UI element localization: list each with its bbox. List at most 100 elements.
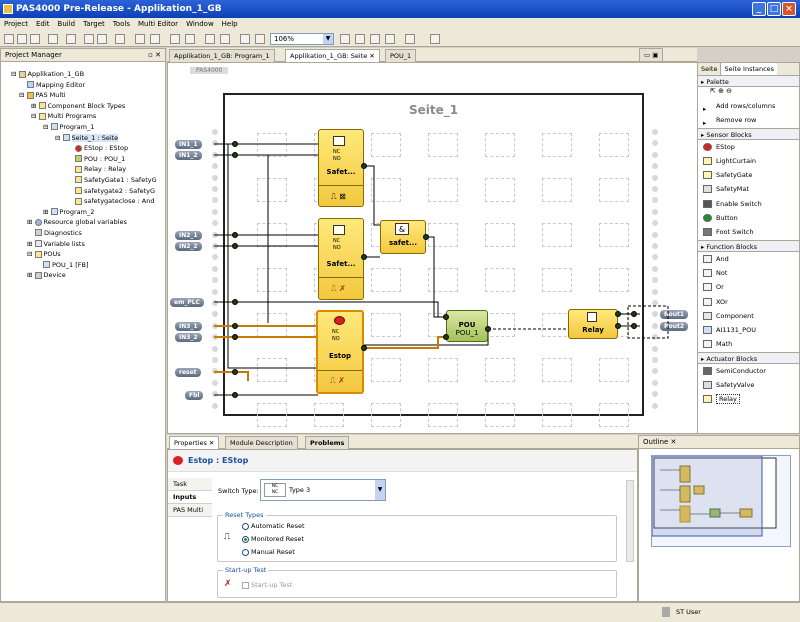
- palette-section-actuator[interactable]: ▸ Actuator Blocks: [698, 351, 799, 364]
- grid-slot[interactable]: [428, 403, 458, 427]
- chevron-down-icon[interactable]: ▼: [375, 480, 385, 500]
- input-tag-fbl[interactable]: Fbl: [185, 391, 204, 400]
- connection-port[interactable]: [361, 254, 367, 260]
- copy-icon[interactable]: [84, 34, 94, 44]
- menu-help[interactable]: Help: [221, 20, 238, 28]
- connection-port[interactable]: [232, 243, 238, 249]
- radio-monitored-reset[interactable]: Monitored Reset: [242, 535, 304, 543]
- palette-section-sensor[interactable]: ▸ Sensor Blocks: [698, 127, 799, 140]
- minimize-button[interactable]: _: [752, 2, 766, 16]
- connection-port[interactable]: [232, 299, 238, 305]
- menu-project[interactable]: Project: [4, 20, 28, 28]
- connection-port[interactable]: [232, 152, 238, 158]
- palette-item-semiconductor[interactable]: SemiConductor: [698, 364, 799, 378]
- grid-slot[interactable]: [599, 133, 629, 157]
- menu-window[interactable]: Window: [186, 20, 214, 28]
- open-icon[interactable]: [17, 34, 27, 44]
- palette-item[interactable]: ▸Add rows/columns: [703, 102, 776, 113]
- grid-slot[interactable]: [599, 268, 629, 292]
- connection-port[interactable]: [232, 392, 238, 398]
- tree-item[interactable]: POU : POU_1: [3, 154, 157, 165]
- connect-icon[interactable]: [150, 34, 160, 44]
- input-tag-em-plc[interactable]: em_PLC: [170, 298, 204, 307]
- connection-port[interactable]: [232, 334, 238, 340]
- save-icon[interactable]: [30, 34, 40, 44]
- tab-program-1[interactable]: Applikation_1_GB: Program_1: [169, 49, 275, 62]
- grid-slot[interactable]: [371, 313, 401, 337]
- connection-port[interactable]: [361, 345, 367, 351]
- input-tag-in1-2[interactable]: IN1_2: [175, 151, 202, 160]
- and-block[interactable]: & safet...: [380, 220, 426, 254]
- tab-inputs[interactable]: Inputs: [168, 491, 212, 504]
- palette-tools[interactable]: ⇱ ⊕ ⊖: [710, 87, 733, 95]
- grid-slot[interactable]: [257, 133, 287, 157]
- input-tag-in1-1[interactable]: IN1_1: [175, 140, 202, 149]
- tree-item[interactable]: ⊟ Applikation_1_GB: [11, 70, 85, 78]
- tree-item[interactable]: POU_1 [FB]: [3, 260, 157, 271]
- grid-slot[interactable]: [599, 178, 629, 202]
- palette-item-safetygate[interactable]: SafetyGate: [698, 168, 799, 182]
- close-icon[interactable]: ✕: [369, 52, 375, 60]
- grid-slot[interactable]: [485, 178, 515, 202]
- grid-slot[interactable]: [542, 268, 572, 292]
- grid-slot[interactable]: [542, 178, 572, 202]
- tab-properties[interactable]: Properties ✕: [169, 436, 220, 449]
- tree-item[interactable]: Relay : Relay: [3, 164, 157, 175]
- zoom-in-icon[interactable]: [240, 34, 250, 44]
- output-tag-rout2[interactable]: Rout2: [660, 322, 689, 331]
- grid-slot[interactable]: [485, 403, 515, 427]
- download-icon[interactable]: [170, 34, 180, 44]
- zoom-out-icon[interactable]: [255, 34, 265, 44]
- tree-item[interactable]: ⊞ Program_2: [43, 207, 95, 216]
- connection-port[interactable]: [361, 163, 367, 169]
- palette-item-not[interactable]: Not: [698, 266, 799, 280]
- connection-port[interactable]: [232, 369, 238, 375]
- palette-item-relay[interactable]: Relay: [698, 392, 799, 406]
- palette-item-xor[interactable]: XOr: [698, 295, 799, 309]
- tree-item[interactable]: ⊟ PAS Multi: [19, 91, 66, 100]
- new-icon[interactable]: [4, 34, 14, 44]
- grid-slot[interactable]: [428, 268, 458, 292]
- palette-item-ai1131-pou[interactable]: AI1131_POU: [698, 323, 799, 337]
- close-icon[interactable]: ▫ ✕: [148, 51, 161, 59]
- tree-item[interactable]: safetygateclose : And: [3, 196, 157, 207]
- menu-target[interactable]: Target: [83, 20, 105, 28]
- print-icon[interactable]: [48, 34, 58, 44]
- input-tag-in2-1[interactable]: IN2_1: [175, 231, 202, 240]
- tab-seite[interactable]: Applikation_1_GB: Seite ✕: [285, 49, 380, 62]
- navigate-icon[interactable]: [430, 34, 440, 44]
- menu-build[interactable]: Build: [57, 20, 76, 28]
- palette-item-safetyvalve[interactable]: SafetyValve: [698, 378, 799, 392]
- run-icon[interactable]: [405, 34, 415, 44]
- relay-block[interactable]: Relay: [568, 309, 618, 339]
- tree-item[interactable]: Mapping Editor: [3, 80, 157, 91]
- tab-seite-instances[interactable]: Seite Instances: [721, 63, 778, 75]
- grid-slot[interactable]: [542, 403, 572, 427]
- tree-item[interactable]: safetygate2 : SafetyG: [3, 186, 157, 197]
- undo-icon[interactable]: [115, 34, 125, 44]
- grid-slot[interactable]: [371, 358, 401, 382]
- palette-item-safetymat[interactable]: SafetyMat: [698, 182, 799, 196]
- tab-task[interactable]: Task: [168, 478, 212, 491]
- palette-item-lightcurtain[interactable]: LightCurtain: [698, 154, 799, 168]
- grid-slot[interactable]: [371, 268, 401, 292]
- connection-port[interactable]: [631, 323, 637, 329]
- tab-problems[interactable]: Problems: [305, 436, 350, 449]
- grid-slot[interactable]: [485, 268, 515, 292]
- input-tag-in2-2[interactable]: IN2_2: [175, 242, 202, 251]
- connection-port[interactable]: [232, 232, 238, 238]
- grid-slot[interactable]: [485, 133, 515, 157]
- output-tag-rout1[interactable]: Rout1: [660, 310, 689, 319]
- grid-slot[interactable]: [542, 133, 572, 157]
- grid-slot[interactable]: [428, 178, 458, 202]
- input-tag-in3-1[interactable]: IN3_1: [175, 322, 202, 331]
- connection-port[interactable]: [631, 311, 637, 317]
- palette-item[interactable]: ▸Remove row: [703, 116, 757, 128]
- startup-test-checkbox[interactable]: Start-up Test: [242, 581, 292, 589]
- input-tag-in3-2[interactable]: IN3_2: [175, 333, 202, 342]
- palette-item-enable-switch[interactable]: Enable Switch: [698, 197, 799, 211]
- connection-port[interactable]: [485, 326, 491, 332]
- tab-module-description[interactable]: Module Description: [225, 436, 298, 449]
- chevron-down-icon[interactable]: ▼: [323, 34, 333, 44]
